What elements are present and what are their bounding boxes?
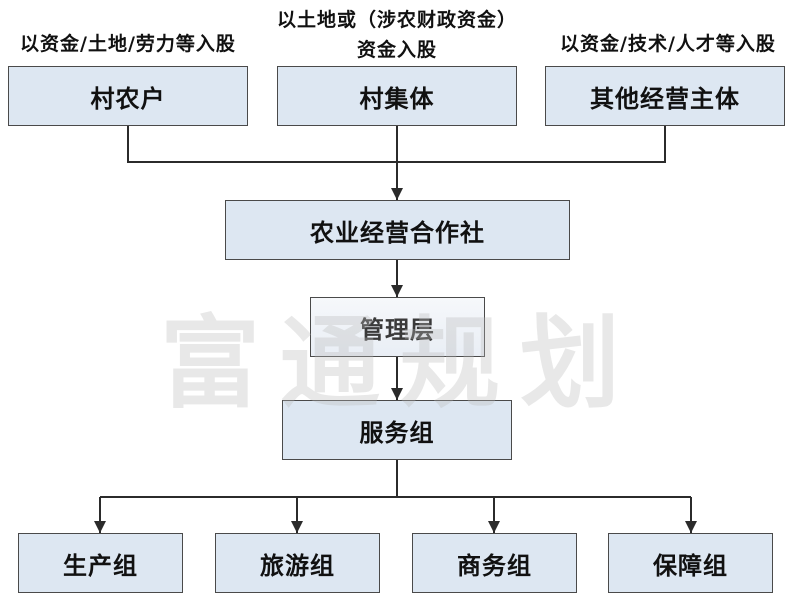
box-management: 管理层 [310,297,485,357]
label-collective-contribution-line2: 资金入股 [356,39,437,61]
label-collective-contribution-line1: 以土地或（涉农财政资金） [276,9,517,31]
label-collective-contribution: 以土地或（涉农财政资金） 资金入股 [262,8,532,62]
label-other-entities-contribution: 以资金/技术/人才等入股 [560,33,776,55]
box-village-collective: 村集体 [277,66,517,126]
box-business-group: 商务组 [412,533,577,593]
box-other-entities: 其他经营主体 [545,66,785,126]
box-tourism-group: 旅游组 [215,533,380,593]
box-support-group: 保障组 [608,533,773,593]
box-farmers: 村农户 [8,66,248,126]
box-cooperative: 农业经营合作社 [225,200,570,260]
label-farmers-contribution: 以资金/土地/劳力等入股 [20,33,236,55]
box-production-group: 生产组 [18,533,183,593]
box-service-group: 服务组 [282,400,512,460]
